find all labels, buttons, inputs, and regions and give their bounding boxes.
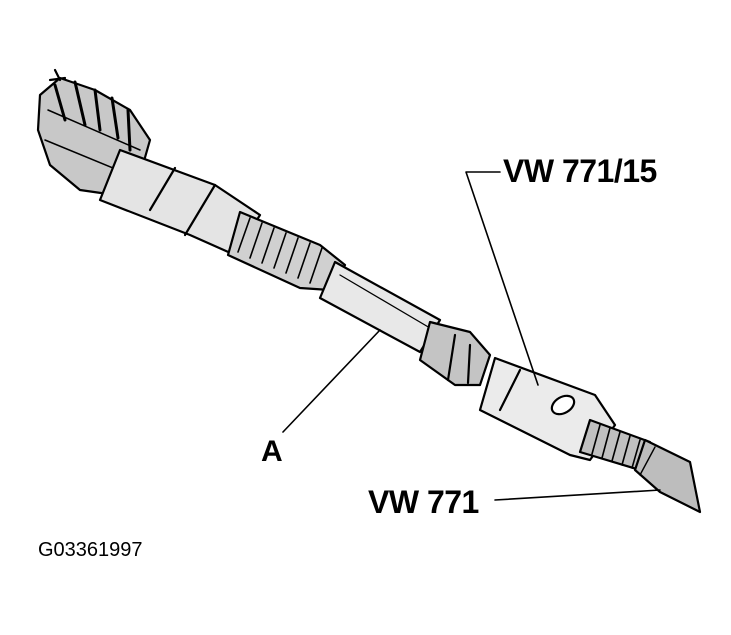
leader-line-a: [282, 329, 381, 433]
coupling-nut: [418, 320, 492, 387]
leader-line-vw771: [494, 489, 661, 501]
threaded-rod: [578, 418, 652, 472]
figure-reference: G03361997: [38, 539, 143, 561]
adapter-vw771-15: [478, 356, 617, 462]
leader-line-vw771-15: [465, 171, 539, 386]
label-tool-adapter: VW 771/15: [503, 153, 657, 189]
label-part-a: A: [261, 435, 283, 468]
part-a-shaft: [318, 260, 442, 354]
drive-shaft-assembly: [36, 68, 702, 514]
label-tool-main: VW 771: [368, 484, 479, 520]
tool-body-vw771: [633, 438, 702, 514]
